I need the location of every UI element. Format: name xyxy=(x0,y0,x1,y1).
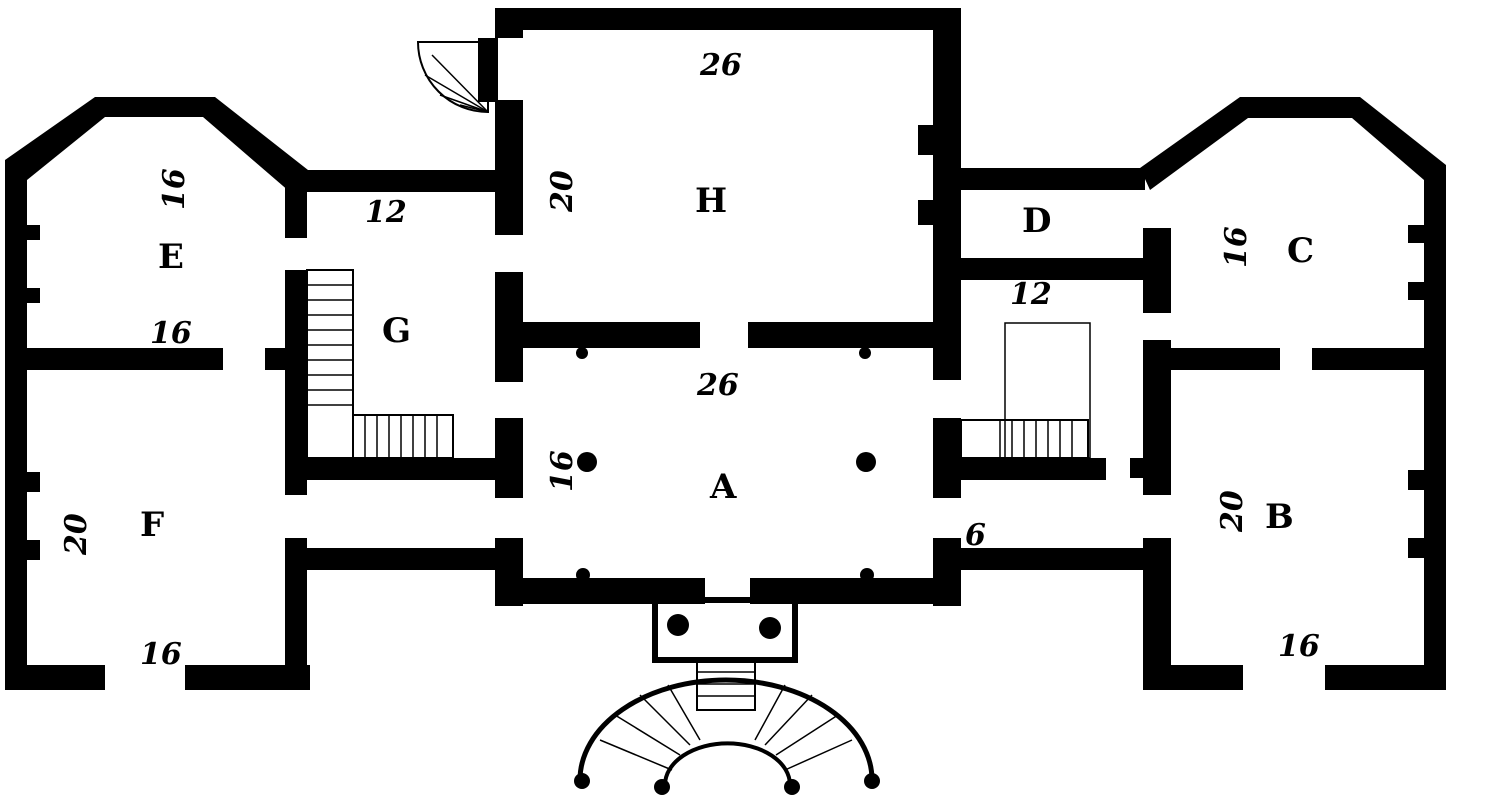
dim-d-bottom: 12 xyxy=(1010,277,1052,312)
room-label-c: C xyxy=(1287,231,1314,271)
room-label-a: A xyxy=(709,467,737,507)
porch xyxy=(652,597,798,711)
room-label-d: D xyxy=(1022,201,1051,241)
room-label-g: G xyxy=(382,311,411,351)
room-label-b: B xyxy=(1265,497,1294,537)
right-wing-walls xyxy=(960,97,1446,690)
room-h-walls xyxy=(495,8,961,382)
dim-b-side: 20 xyxy=(1215,490,1250,533)
dim-g-top: 12 xyxy=(365,195,407,230)
dim-h-side: 20 xyxy=(545,170,580,213)
dim-b-bottom: 16 xyxy=(1278,629,1320,664)
room-label-e: E xyxy=(158,237,184,277)
spiral-stair-top xyxy=(416,38,498,114)
room-label-h: H xyxy=(695,181,727,221)
dim-e-top: 16 xyxy=(157,168,192,210)
stair-right xyxy=(960,322,1091,459)
dim-e-bottom: 16 xyxy=(150,316,192,351)
dim-c-side: 16 xyxy=(1219,226,1254,268)
dim-corridor-right: 6 xyxy=(965,518,986,553)
dim-a-side: 16 xyxy=(545,450,580,492)
room-a-walls xyxy=(495,418,961,606)
left-wing-walls xyxy=(5,97,497,690)
dim-f-bottom: 16 xyxy=(140,637,182,672)
entrance-stair xyxy=(574,677,880,795)
dim-a-top: 26 xyxy=(696,368,739,403)
dim-h-top: 26 xyxy=(699,48,742,83)
stair-g xyxy=(306,269,454,459)
dim-f-side: 20 xyxy=(59,513,94,556)
room-label-f: F xyxy=(140,505,164,545)
